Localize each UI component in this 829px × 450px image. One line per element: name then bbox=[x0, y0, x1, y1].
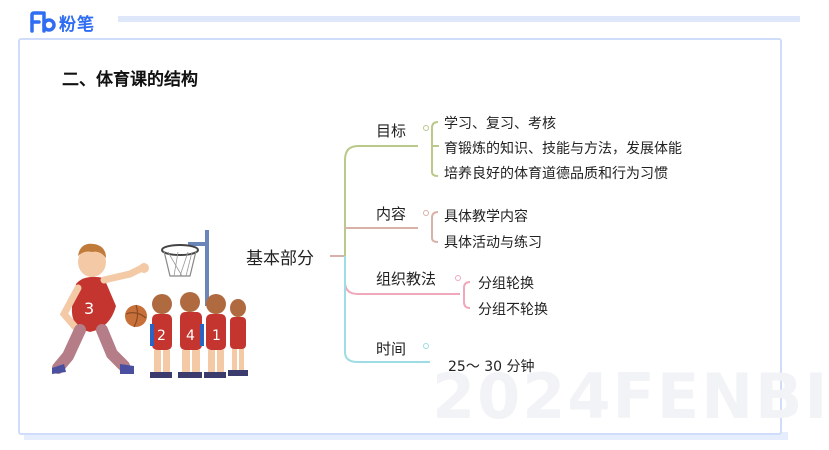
branch-method: 组织教法 bbox=[376, 270, 437, 288]
svg-text:4: 4 bbox=[186, 328, 195, 344]
watermark: 2024FENBI bbox=[432, 360, 829, 433]
section-title: 二、体育课的结构 bbox=[62, 70, 198, 90]
header-stripe bbox=[118, 16, 800, 22]
goal-item: 育锻炼的知识、技能与方法，发展体能 bbox=[444, 141, 682, 157]
fb-logo-icon bbox=[30, 10, 56, 34]
logo: 粉笔 bbox=[30, 10, 95, 35]
method-item: 分组不轮换 bbox=[478, 302, 548, 318]
branch-content: 内容 bbox=[376, 205, 407, 223]
time-item: 25～ 30 分钟 bbox=[448, 359, 535, 375]
goal-node bbox=[423, 125, 429, 131]
branch-line-goal bbox=[344, 145, 418, 256]
slide-frame bbox=[18, 38, 782, 435]
goal-item: 培养良好的体育道德品质和行为习惯 bbox=[444, 166, 668, 182]
mindmap-connectors bbox=[330, 121, 471, 363]
content-item: 具体教学内容 bbox=[444, 209, 528, 225]
goal-bracket bbox=[431, 121, 439, 177]
logo-text: 粉笔 bbox=[59, 14, 95, 35]
method-item: 分组轮换 bbox=[478, 276, 534, 292]
svg-text:2: 2 bbox=[157, 328, 166, 344]
goal-item: 学习、复习、考核 bbox=[444, 116, 556, 132]
frame-shadow bbox=[24, 432, 788, 440]
content-bracket bbox=[431, 211, 439, 243]
method-bracket bbox=[463, 281, 471, 309]
method-node bbox=[455, 275, 461, 281]
branch-time: 时间 bbox=[376, 340, 407, 358]
mindmap-root: 基本部分 bbox=[246, 249, 314, 269]
svg-text:3: 3 bbox=[84, 299, 94, 318]
content-node bbox=[423, 210, 429, 216]
branch-goal: 目标 bbox=[376, 122, 407, 140]
pe-teacher-with-students-illustration: 3 2 4 1 bbox=[52, 230, 248, 378]
branch-line-time bbox=[344, 256, 430, 363]
content-item: 具体活动与练习 bbox=[444, 235, 542, 251]
time-node bbox=[423, 343, 429, 349]
svg-text:1: 1 bbox=[212, 328, 221, 344]
